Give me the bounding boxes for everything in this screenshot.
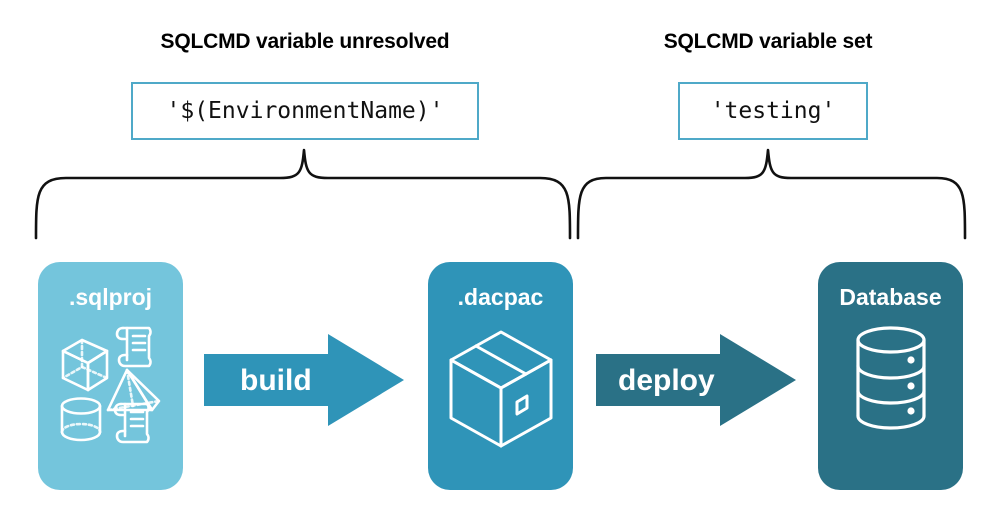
build-arrow-shape [204, 334, 404, 426]
code-box-resolved-variable: 'testing' [678, 82, 868, 140]
package-box-icon [449, 330, 552, 448]
card-title-sqlproj: .sqlproj [68, 284, 153, 310]
database-artwork [818, 318, 963, 490]
db-indicator-dot [906, 356, 915, 364]
card-database: Database [818, 262, 963, 490]
card-title-database: Database [839, 284, 942, 310]
arrow-label-deploy: deploy [618, 364, 715, 397]
group-label-left: SQLCMD variable unresolved [160, 30, 450, 53]
sqlproj-artwork [38, 318, 183, 490]
card-title-dacpac: .dacpac [457, 284, 544, 310]
left-brace [34, 148, 572, 240]
dacpac-artwork [428, 318, 573, 490]
group-label-right: SQLCMD variable set [663, 30, 873, 53]
cylinder-icon [60, 397, 101, 442]
card-sqlproj: .sqlproj [38, 262, 183, 490]
arrow-label-build: build [240, 364, 312, 397]
cube-icon [61, 338, 108, 392]
code-box-unresolved-variable: '$(EnvironmentName)' [131, 82, 479, 140]
card-dacpac: .dacpac [428, 262, 573, 490]
right-brace [576, 148, 967, 240]
script-scroll-icon [115, 326, 152, 368]
deploy-arrow-shape [596, 334, 796, 426]
db-indicator-dot [906, 407, 915, 415]
arrow-build: build [204, 334, 404, 426]
arrow-deploy: deploy [596, 334, 796, 426]
pyramid-icon [106, 368, 160, 412]
db-indicator-dot [906, 382, 915, 390]
script-scroll-icon [113, 402, 150, 444]
database-cylinder-icon [855, 326, 926, 430]
